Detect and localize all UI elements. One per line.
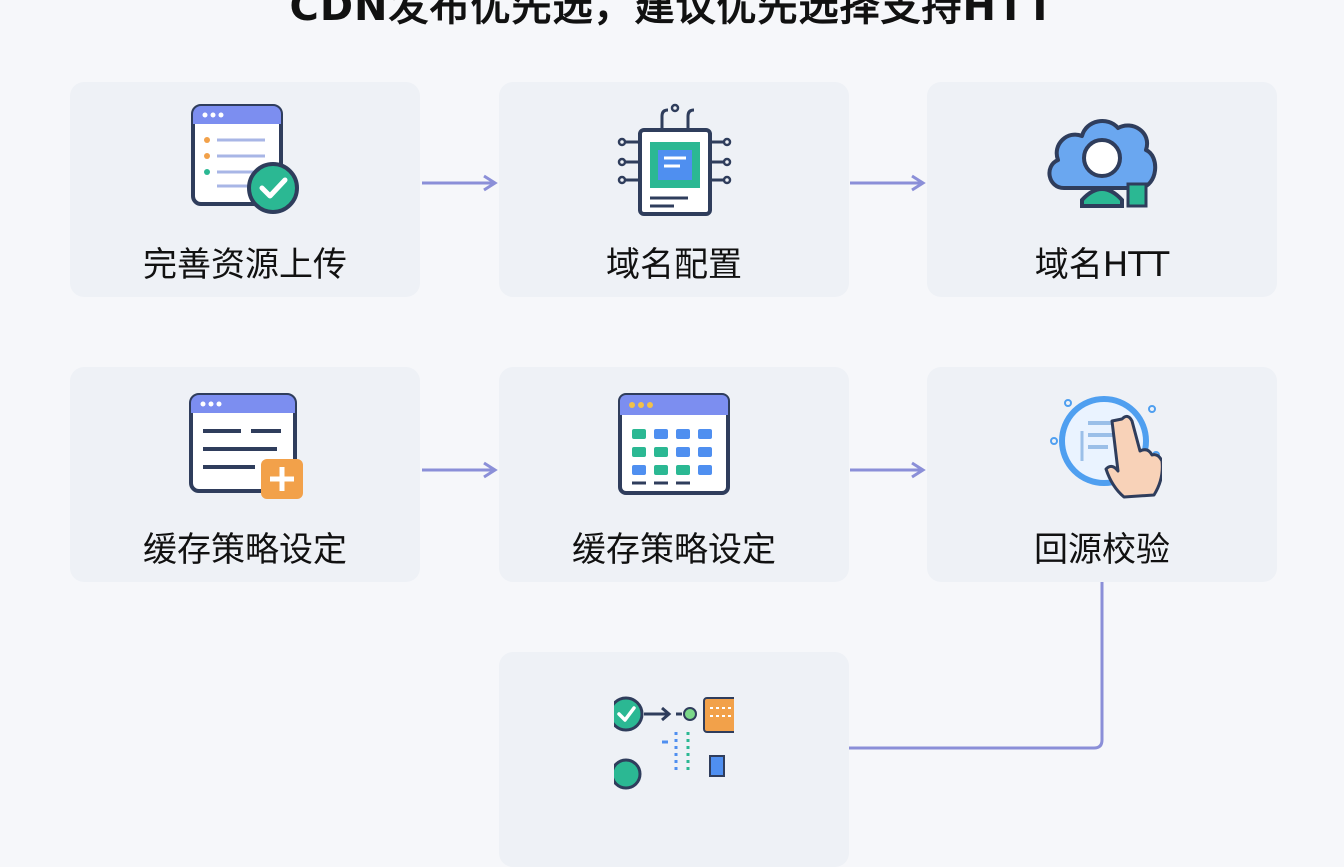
flow-arrow-icon bbox=[850, 461, 926, 479]
step-label: 完善资源上传 bbox=[143, 245, 347, 285]
flow-arrow-icon bbox=[850, 174, 926, 192]
step-label: 缓存策略设定 bbox=[143, 530, 347, 570]
step-label: 缓存策略设定 bbox=[572, 530, 776, 570]
step-card-domain-https: 域名HTT bbox=[927, 82, 1277, 297]
step-card-cache-policy-2: 缓存策略设定 bbox=[499, 367, 849, 582]
step-card-cache-policy: 缓存策略设定 bbox=[70, 367, 420, 582]
document-check-icon bbox=[185, 100, 305, 220]
grid-window-icon bbox=[614, 385, 734, 505]
diagram-title: CDN发布优先选，建议优先选择支持HTT bbox=[289, 0, 1055, 30]
step-card-workflow bbox=[499, 652, 849, 867]
chip-config-icon bbox=[614, 100, 734, 220]
flow-arrow-icon bbox=[422, 174, 498, 192]
step-label: 域名HTT bbox=[1034, 245, 1170, 285]
cloud-user-icon bbox=[1042, 100, 1162, 220]
touch-verify-icon bbox=[1042, 385, 1164, 505]
workflow-icon bbox=[608, 670, 739, 790]
step-card-domain-config: 域名配置 bbox=[499, 82, 849, 297]
flow-arrow-icon bbox=[422, 461, 498, 479]
step-card-upload: 完善资源上传 bbox=[70, 82, 420, 297]
step-label: 域名配置 bbox=[606, 245, 742, 285]
step-label: 回源校验 bbox=[1034, 530, 1170, 570]
step-card-origin-verify: 回源校验 bbox=[927, 367, 1277, 582]
flow-connector-line bbox=[848, 582, 1104, 750]
document-add-icon bbox=[185, 385, 305, 505]
